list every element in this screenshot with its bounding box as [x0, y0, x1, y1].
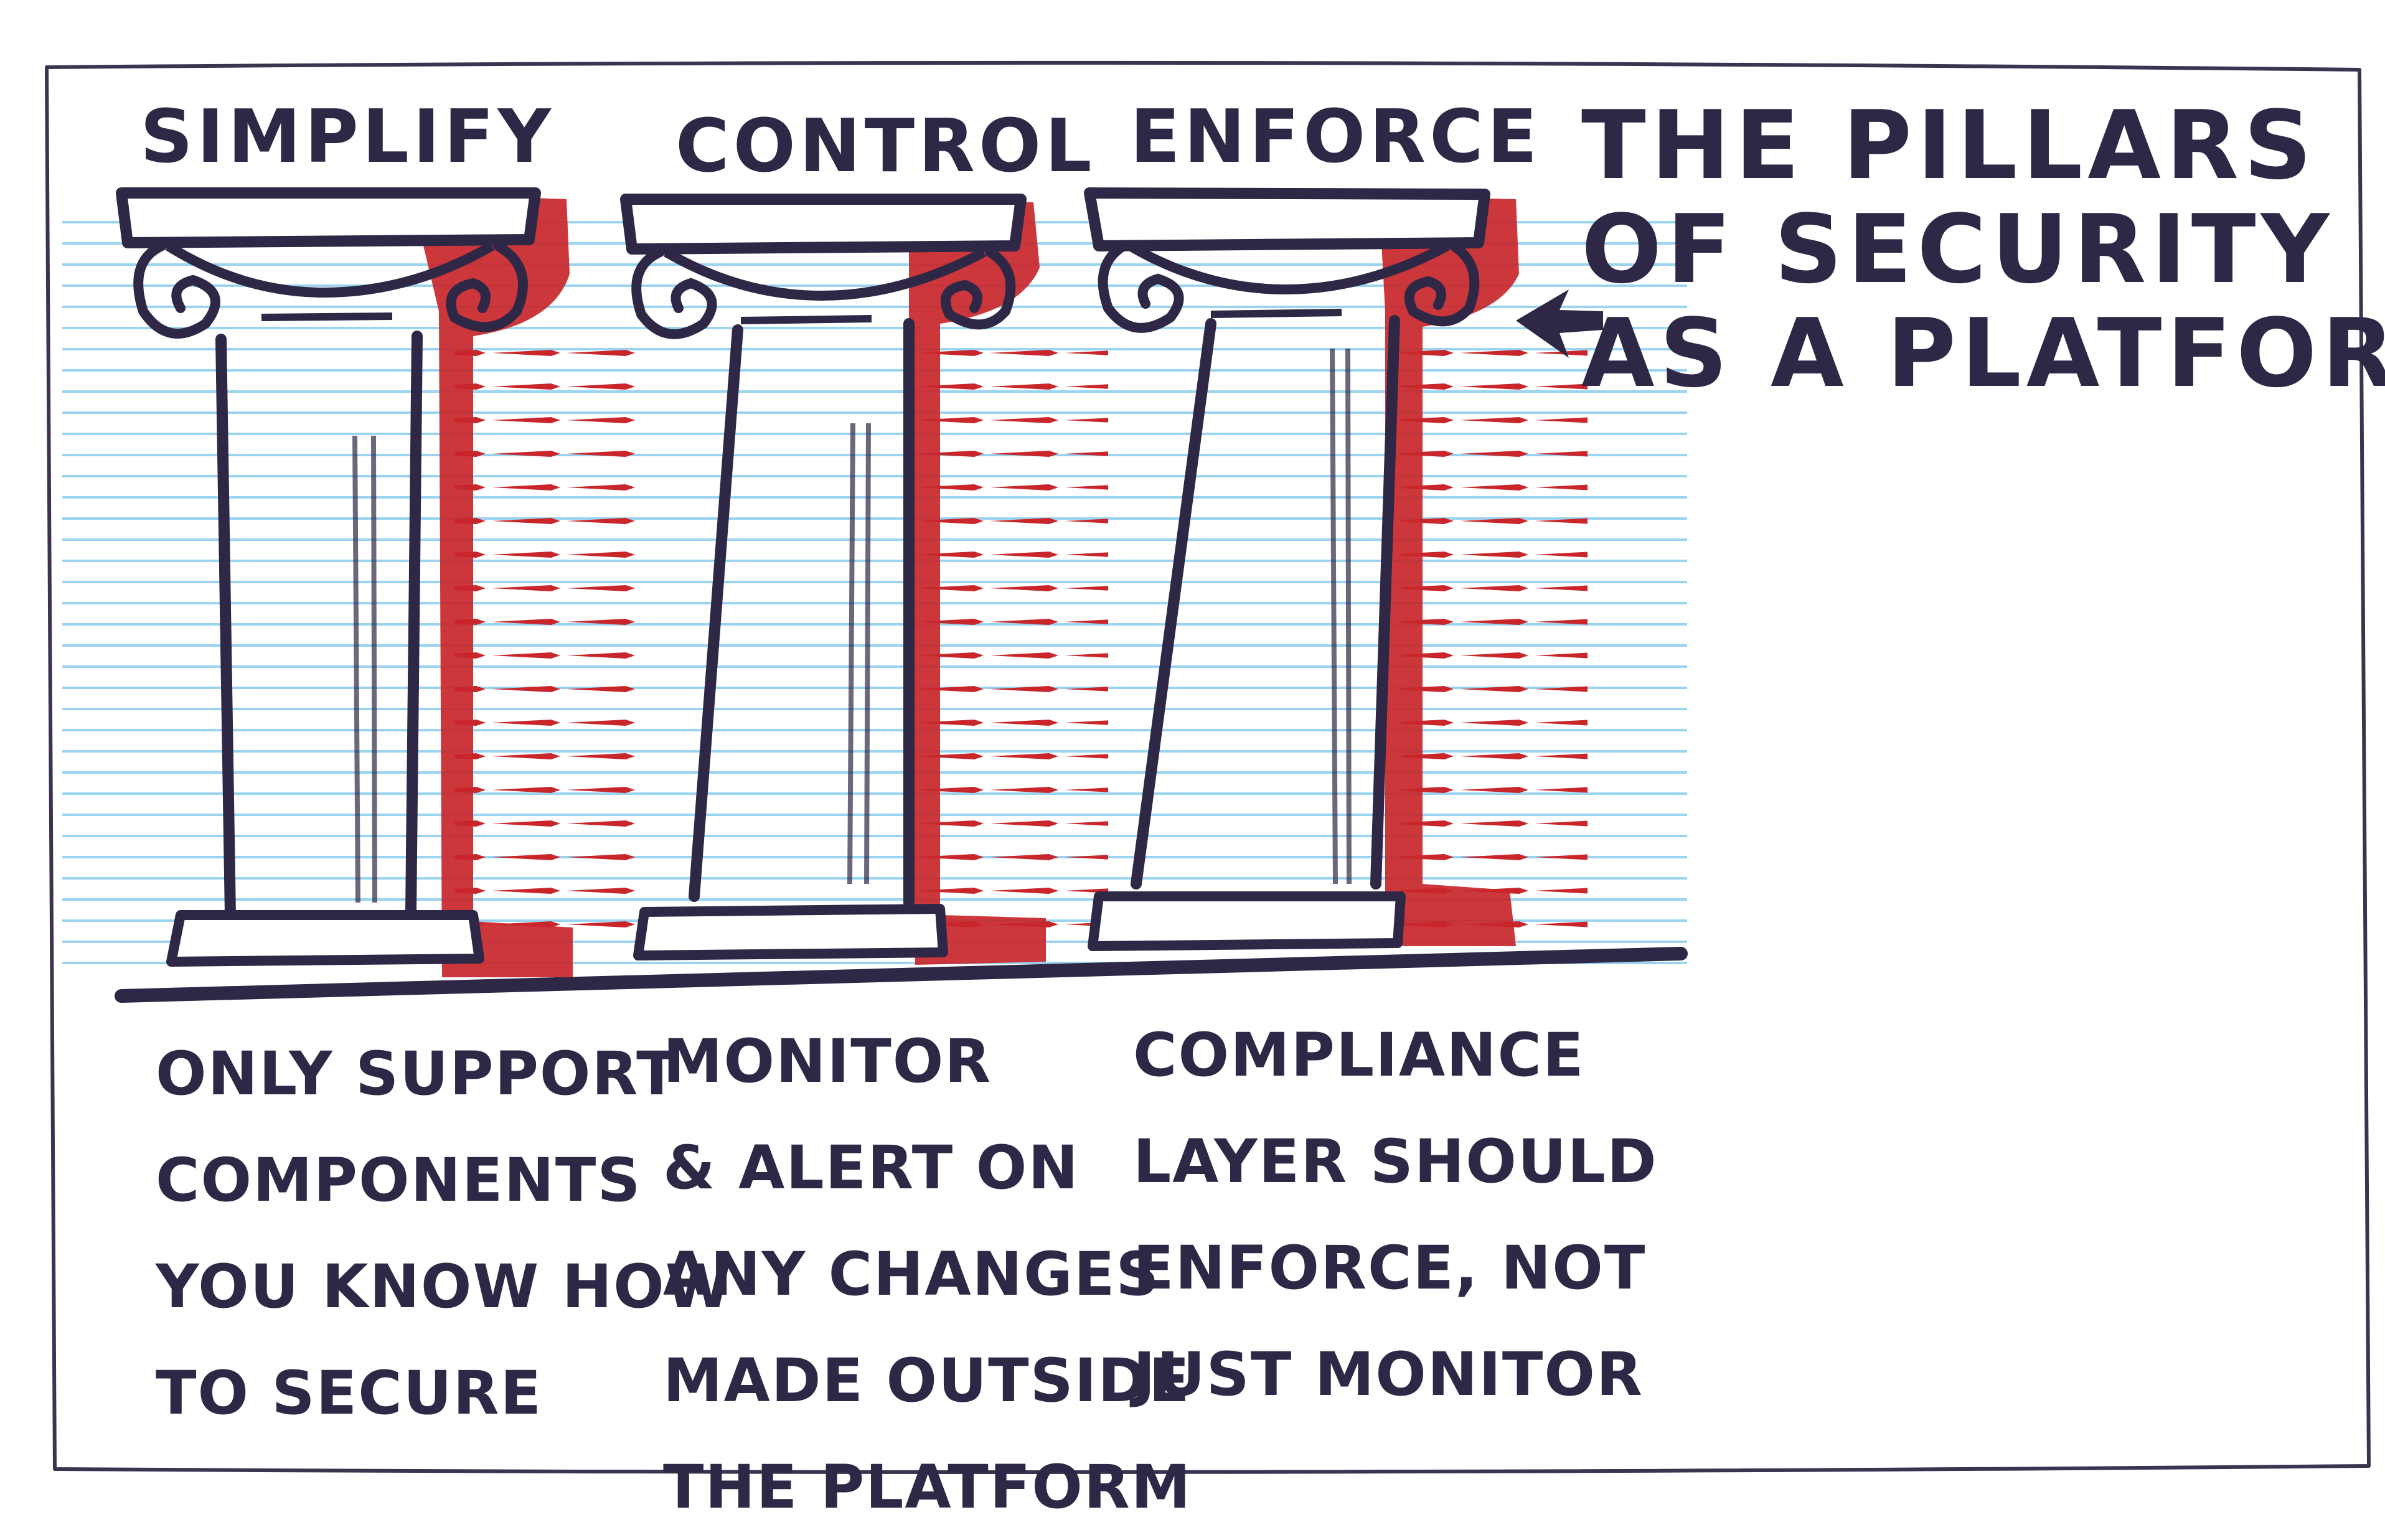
caption-line: YOU KNOW HOW [156, 1234, 733, 1340]
caption-control: MONITOR & ALERT ON ANY CHANGES MADE OUTS… [663, 1008, 1192, 1540]
pillar-heading-simplify: SIMPLIFY [140, 100, 555, 173]
caption-line: LAYER SHOULD [1133, 1109, 1658, 1215]
caption-line: TO SECURE [156, 1340, 733, 1447]
caption-line: COMPONENTS [156, 1127, 733, 1234]
pillar-heading-control: CONTROL [675, 109, 1096, 182]
whiteboard-canvas: SIMPLIFY CONTROL ENFORCE THE PILLARS OF … [0, 0, 2385, 1508]
caption-line: MONITOR [663, 1008, 1192, 1115]
caption-line: ENFORCE, NOT [1133, 1215, 1658, 1322]
title-line: OF SECURITY [1581, 197, 2385, 301]
caption-line: ANY CHANGES [663, 1221, 1192, 1328]
title-line: AS A PLATFORM [1581, 301, 2385, 405]
caption-simplify: ONLY SUPPORT COMPONENTS YOU KNOW HOW TO … [156, 1021, 733, 1447]
caption-line: JUST MONITOR [1133, 1322, 1658, 1428]
caption-line: COMPLIANCE [1133, 1002, 1658, 1109]
caption-line: MADE OUTSIDE [663, 1328, 1192, 1434]
diagram-title: THE PILLARS OF SECURITY AS A PLATFORM [1581, 93, 2385, 406]
caption-line: ONLY SUPPORT [156, 1021, 733, 1127]
caption-enforce: COMPLIANCE LAYER SHOULD ENFORCE, NOT JUS… [1133, 1002, 1658, 1428]
pillar-heading-enforce: ENFORCE [1130, 100, 1541, 173]
caption-line: THE PLATFORM [663, 1434, 1192, 1540]
caption-line: & ALERT ON [663, 1115, 1192, 1221]
title-line: THE PILLARS [1581, 93, 2385, 197]
